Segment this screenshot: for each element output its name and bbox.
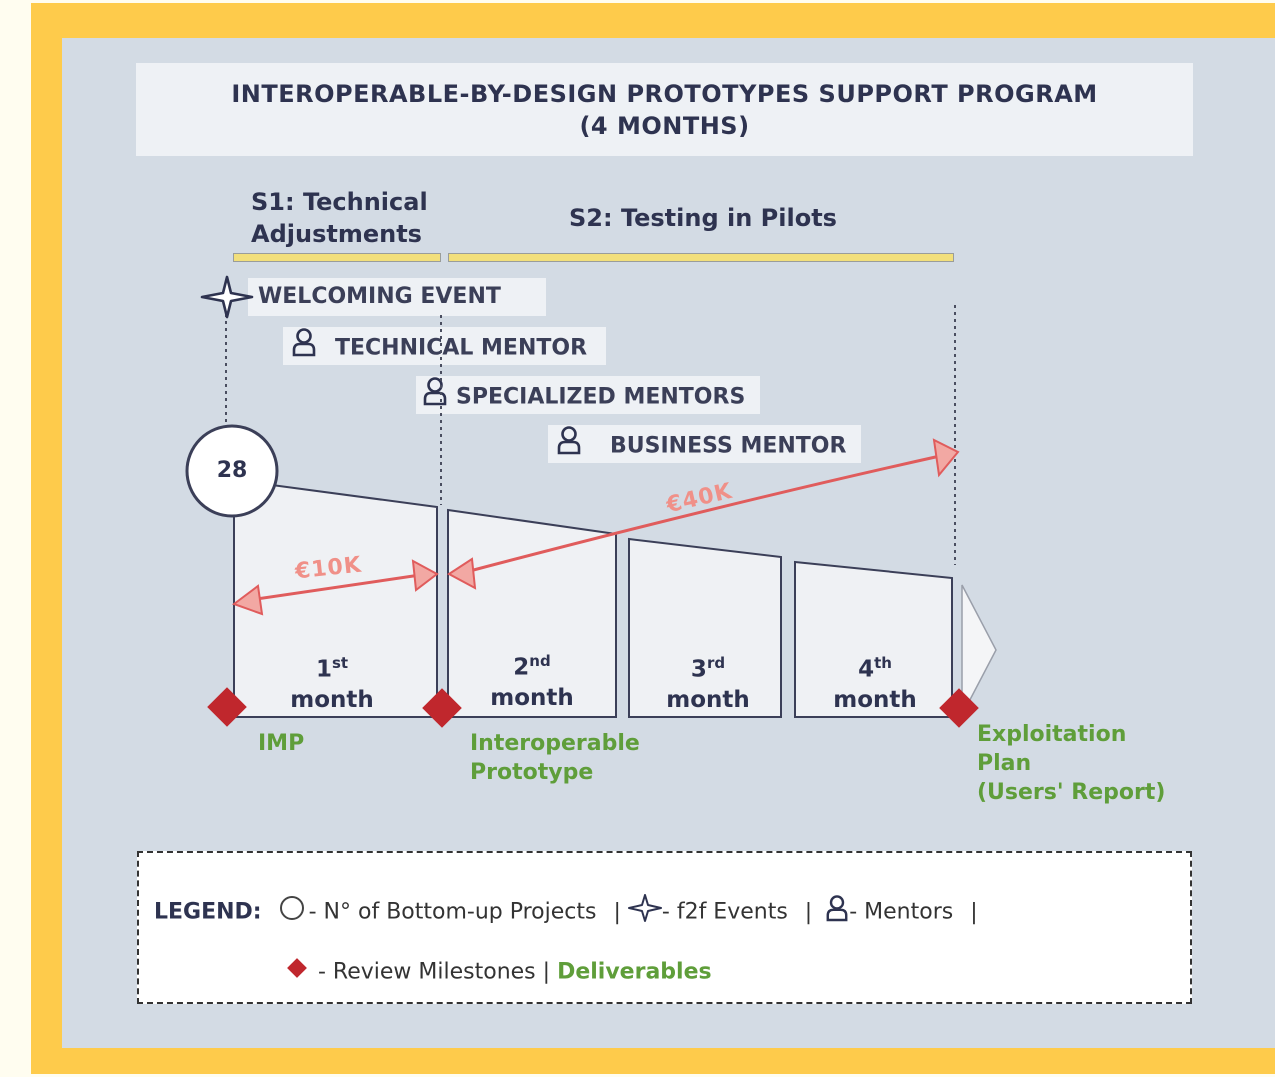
deliverable-exploitation-plan: Exploitation Plan (Users' Report)	[977, 720, 1165, 807]
stage-2-label: S2: Testing in Pilots	[569, 204, 837, 232]
month-1-suffix: st	[331, 654, 349, 672]
month-3-number: 3	[690, 656, 707, 683]
month-2-block	[447, 508, 617, 718]
person-icon	[556, 425, 582, 468]
circle-icon	[279, 895, 305, 930]
legend-events-text: - f2f Events	[661, 899, 788, 925]
legend-separator: |	[613, 899, 621, 925]
mentor-technical: TECHNICAL MENTOR	[283, 327, 606, 365]
month-1-word: month	[290, 686, 374, 713]
legend-mentors-text: - Mentors	[849, 899, 954, 925]
star-icon	[627, 893, 662, 932]
funding-10k-arrowhead-left	[231, 584, 264, 616]
deliverable-imp-line-1: IMP	[258, 731, 305, 756]
continuation-arrow	[961, 584, 997, 716]
legend-box	[137, 851, 1192, 1004]
stage-1-label: S1: Technical Adjustments	[251, 186, 428, 250]
deliverable-exploitation-line-3: (Users' Report)	[977, 780, 1166, 805]
legend-milestones-text: - Review Milestones	[318, 959, 536, 985]
month-2-suffix: nd	[529, 652, 551, 670]
funding-40k-arrowhead-left	[447, 557, 477, 590]
milestone-diamond-3	[939, 688, 979, 728]
month-4-suffix: th	[874, 654, 892, 672]
title-line-2: (4 MONTHS)	[579, 112, 750, 140]
funding-40k-arrowhead-right	[932, 438, 960, 478]
month-3-word: month	[666, 686, 750, 713]
stage-1-bar	[233, 253, 441, 262]
stage-1-line-2: Adjustments	[251, 220, 422, 248]
funding-10k-line	[249, 573, 421, 602]
month-2-number: 2	[513, 654, 530, 681]
mentor-business-label: BUSINESS MENTOR	[610, 433, 847, 459]
legend-deliverables-text: Deliverables	[557, 959, 712, 985]
mentor-business: BUSINESS MENTOR	[548, 425, 861, 463]
month-1-number: 1	[315, 656, 332, 683]
legend-separator: |	[542, 959, 551, 985]
funding-10k-arrowhead-right	[411, 559, 439, 592]
legend-row-2: - Review Milestones | Deliverables	[284, 955, 712, 990]
title-box	[136, 63, 1193, 156]
mentor-technical-label: TECHNICAL MENTOR	[335, 335, 588, 361]
diamond-icon	[284, 955, 310, 990]
legend-separator: |	[970, 899, 978, 925]
milestone-diamond-2	[422, 688, 462, 728]
event-welcoming: WELCOMING EVENT	[248, 278, 546, 316]
month-2-word: month	[490, 684, 574, 711]
stage-1-line-1: S1: Technical	[251, 188, 428, 216]
stage-2-bar	[448, 253, 954, 262]
star-icon	[200, 275, 254, 319]
legend-projects-text: - N° of Bottom-up Projects	[308, 899, 597, 925]
month-4-word: month	[833, 686, 917, 713]
deliverable-prototype-line-2: Prototype	[470, 760, 594, 785]
projects-count: 28	[216, 458, 248, 483]
month-3-label: 3rd month	[648, 648, 768, 715]
month-3-block	[628, 537, 782, 718]
legend-row-1: LEGEND: - N° of Bottom-up Projects | - f…	[154, 893, 978, 932]
month-4-label: 4th month	[815, 648, 935, 715]
mentor-specialized: SPECIALIZED MENTORS	[416, 376, 760, 414]
deliverable-prototype: Interoperable Prototype	[470, 729, 640, 787]
funding-40k-line	[465, 454, 941, 574]
deliverable-imp: IMP	[258, 729, 304, 758]
month-3-suffix: rd	[706, 654, 726, 672]
month-2-label: 2nd month	[472, 646, 592, 713]
title-line-1: INTEROPERABLE-BY-DESIGN PROTOTYPES SUPPO…	[231, 80, 1098, 108]
legend-separator: |	[804, 899, 813, 925]
milestone-diamond-1	[207, 687, 247, 727]
mentor-specialized-label: SPECIALIZED MENTORS	[456, 384, 746, 410]
person-icon	[291, 327, 317, 370]
person-icon	[825, 894, 849, 931]
deliverable-prototype-line-1: Interoperable	[470, 731, 640, 756]
deliverable-exploitation-line-2: Plan	[977, 751, 1032, 776]
legend-heading: LEGEND:	[154, 899, 262, 925]
deliverable-exploitation-line-1: Exploitation	[977, 722, 1127, 747]
projects-count-circle	[185, 424, 279, 518]
month-1-label: 1st month	[272, 648, 392, 715]
event-welcoming-label: WELCOMING EVENT	[258, 284, 501, 309]
month-4-number: 4	[858, 656, 875, 683]
